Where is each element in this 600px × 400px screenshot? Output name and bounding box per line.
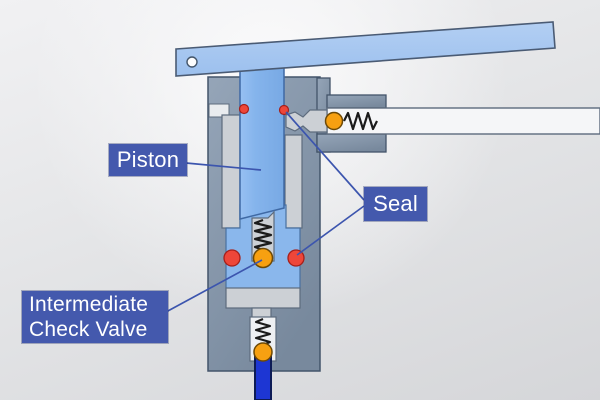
seal-label: Seal bbox=[364, 187, 427, 221]
piston-seal-left bbox=[238, 103, 250, 115]
piston-rod bbox=[239, 61, 285, 220]
intermediate-check-spring bbox=[253, 218, 273, 252]
leader-line-check-valve bbox=[165, 259, 263, 313]
discharge-check-spring bbox=[343, 111, 378, 131]
discharge-check-ball bbox=[324, 111, 344, 131]
chamber-seal-left bbox=[223, 249, 241, 267]
leader-line-seal-lower bbox=[296, 205, 365, 256]
piston-sleeve-left bbox=[221, 114, 241, 229]
housing-channel-top-arm bbox=[326, 94, 387, 109]
pivot-hole bbox=[186, 56, 198, 68]
valve-seat-funnel bbox=[285, 109, 328, 133]
outlet-check-ball bbox=[253, 342, 273, 362]
bore-notch bbox=[208, 103, 230, 118]
chamber-floor bbox=[225, 287, 301, 309]
leader-line-piston bbox=[185, 162, 262, 171]
intermediate-check-valve-label: Intermediate Check Valve bbox=[22, 291, 168, 343]
lever-arm bbox=[175, 21, 556, 77]
outlet-check-spring bbox=[254, 317, 272, 347]
suction-tube bbox=[254, 355, 272, 400]
piston-sleeve-right bbox=[284, 134, 303, 229]
oil-channel bbox=[326, 107, 600, 135]
intermediate-check-ball bbox=[252, 247, 274, 269]
piston-label: Piston bbox=[109, 144, 187, 176]
housing-channel-bottom-arm bbox=[316, 133, 387, 153]
leader-line-seal-upper bbox=[285, 111, 365, 201]
chamber-seal-right bbox=[287, 249, 305, 267]
